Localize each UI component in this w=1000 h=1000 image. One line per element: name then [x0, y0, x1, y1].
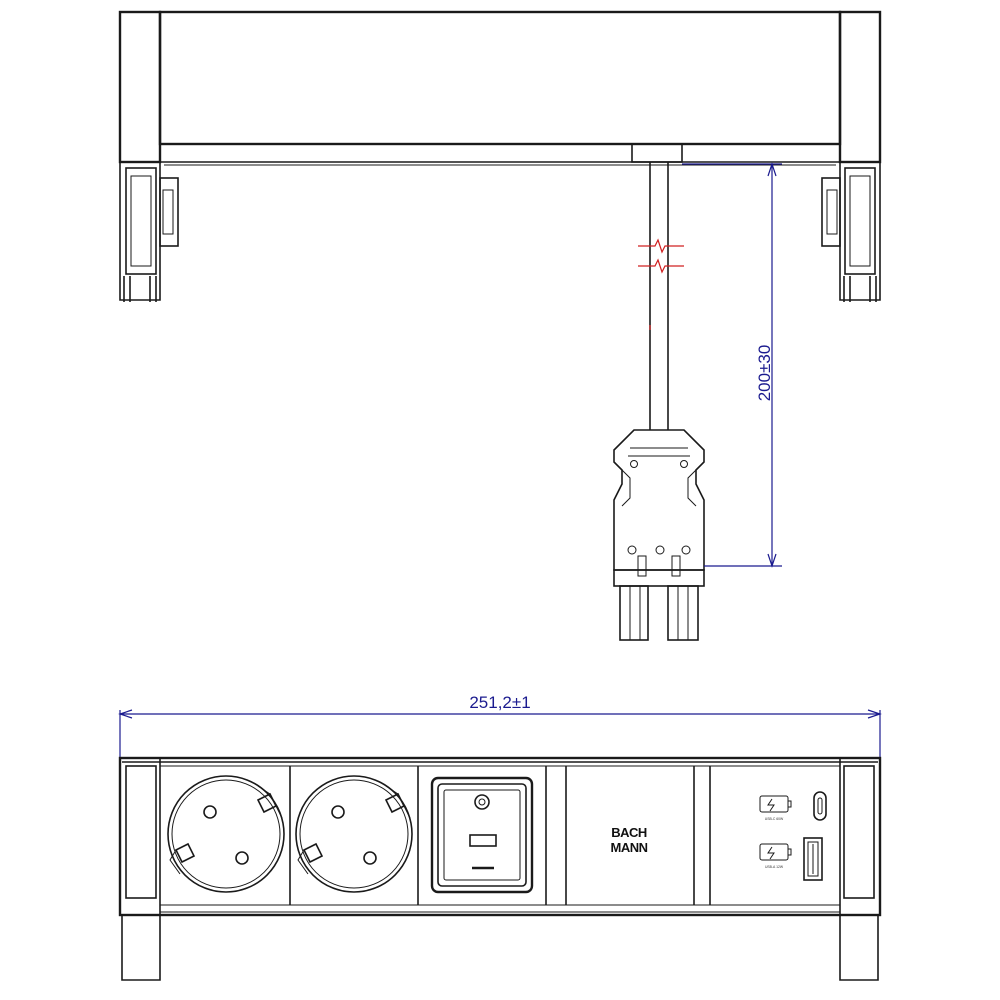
usb-charger-module: USB-C 60W USB-A 12W — [759, 791, 827, 881]
connector-plug — [613, 429, 705, 641]
svg-text:BACH: BACH — [611, 825, 647, 840]
cable-length-label: 200±30 — [755, 345, 774, 402]
overall-width-dimension: 251,2±1 — [118, 693, 882, 758]
usb-c-label: USB-C 60W — [765, 817, 784, 821]
cable-length-dimension: 200±30 — [682, 162, 782, 568]
module-dividers — [160, 765, 840, 906]
cable — [638, 162, 684, 430]
battery-charge-icon — [759, 843, 792, 861]
schuko-socket-icon — [167, 775, 285, 893]
battery-charge-icon — [759, 795, 792, 813]
top-view: 200±30 — [118, 10, 882, 641]
usb-c-port-icon[interactable] — [813, 791, 827, 821]
left-end-cap — [118, 10, 179, 302]
cable-break-mark — [638, 238, 684, 254]
schuko-socket-icon — [295, 775, 413, 893]
cable-break-mark — [638, 258, 684, 274]
front-view: 251,2±1 — [118, 693, 882, 981]
front-housing — [118, 756, 882, 981]
usb-a-port-icon[interactable] — [803, 837, 823, 881]
overall-width-label: 251,2±1 — [469, 693, 530, 712]
usb-a-label: USB-A 12W — [765, 865, 784, 869]
brand-logo: BACH MANN — [611, 825, 649, 855]
right-end-cap — [821, 10, 882, 302]
svg-text:MANN: MANN — [611, 840, 648, 855]
rocker-switch-icon[interactable] — [430, 776, 534, 894]
top-view-body — [158, 10, 842, 166]
